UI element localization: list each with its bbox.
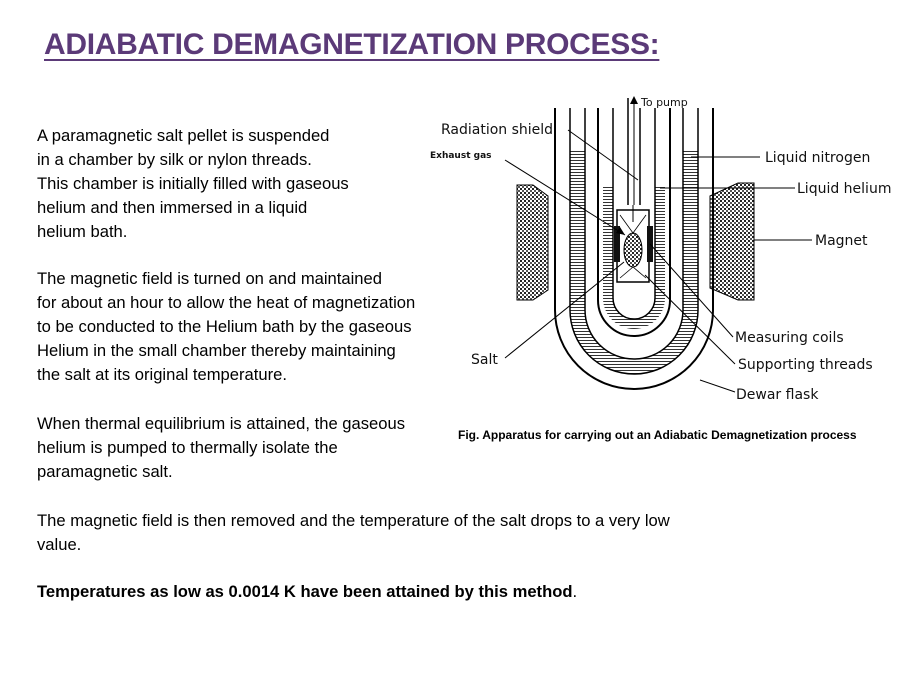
conclusion-tail: .: [572, 582, 578, 601]
figure-caption: Fig. Apparatus for carrying out an Adiab…: [458, 428, 857, 442]
label-liquid-helium: Liquid helium: [797, 181, 891, 197]
inner-dewar-inner-wall: [612, 108, 656, 320]
label-radiation-shield: Radiation shield: [441, 122, 553, 138]
text-line: The magnetic field is then removed and t…: [37, 511, 670, 530]
pump-arrowhead: [630, 96, 638, 104]
text-line: When thermal equilibrium is attained, th…: [37, 414, 406, 433]
label-liquid-nitrogen: Liquid nitrogen: [765, 150, 870, 166]
paragraph-demagnetization: The magnetic field is then removed and t…: [37, 509, 670, 557]
text-line: for about an hour to allow the heat of m…: [37, 293, 416, 312]
measuring-coil-left: [614, 226, 620, 262]
label-dewar-flask: Dewar flask: [736, 387, 819, 403]
text-line: the salt at its original temperature.: [37, 365, 287, 384]
paragraph-magnetization: The magnetic field is turned on and main…: [37, 267, 415, 387]
text-line: value.: [37, 535, 82, 554]
outer-dewar-inner-wall: [569, 108, 699, 375]
label-exhaust-gas: Exhaust gas: [430, 151, 492, 161]
text-line: helium bath.: [37, 222, 128, 241]
radiation-shield-wall: [584, 108, 684, 360]
inner-dewar-wall: [597, 108, 671, 337]
magnet-right: [709, 182, 755, 301]
outer-dewar-wall: [554, 108, 714, 390]
label-measuring-coils: Measuring coils: [735, 330, 844, 346]
text-line: to be conducted to the Helium bath by th…: [37, 317, 412, 336]
text-line: helium and then immersed in a liquid: [37, 198, 308, 217]
liquid-nitrogen-region: [570, 150, 698, 374]
paragraph-setup: A paramagnetic salt pellet is suspended …: [37, 124, 349, 244]
slide-title: ADIABATIC DEMAGNETIZATION PROCESS:: [44, 28, 660, 61]
text-line: A paramagnetic salt pellet is suspended: [37, 126, 330, 145]
salt-pellet: [623, 232, 643, 268]
text-line: in a chamber by silk or nylon threads.: [37, 150, 312, 169]
magnet-left: [516, 184, 549, 301]
text-line: The magnetic field is turned on and main…: [37, 269, 382, 288]
conclusion-bold: Temperatures as low as 0.0014 K have bee…: [37, 582, 573, 601]
text-line: Helium in the small chamber thereby main…: [37, 341, 396, 360]
text-line: This chamber is initially filled with ga…: [37, 174, 349, 193]
paragraph-conclusion: Temperatures as low as 0.0014 K have bee…: [37, 580, 577, 604]
label-salt: Salt: [471, 352, 498, 368]
paragraph-equilibrium: When thermal equilibrium is attained, th…: [37, 412, 405, 484]
label-supporting-threads: Supporting threads: [738, 357, 873, 373]
liquid-helium-region: [603, 185, 665, 329]
text-line: helium is pumped to thermally isolate th…: [37, 438, 338, 457]
text-line: paramagnetic salt.: [37, 462, 173, 481]
label-to-pump: To pump: [640, 96, 688, 109]
label-magnet: Magnet: [815, 233, 868, 249]
